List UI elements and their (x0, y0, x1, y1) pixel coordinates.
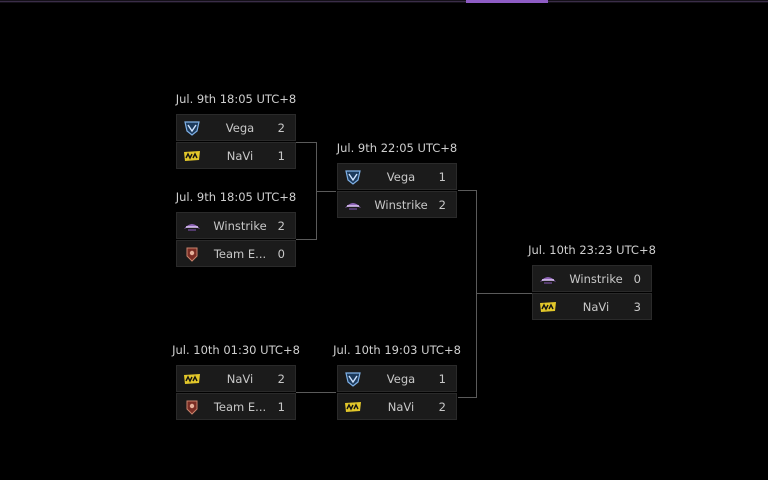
team-name: Vega (386, 170, 416, 184)
winstrike-logo-icon (183, 218, 201, 234)
team-empire-logo-icon (183, 246, 201, 262)
team-name: NaVi (582, 300, 610, 314)
team-row[interactable]: Winstrike 2 (176, 212, 296, 239)
match-date: Jul. 10th 19:03 UTC+8 (333, 343, 461, 357)
team-name: Vega (225, 121, 255, 135)
team-score: 1 (438, 170, 446, 184)
match-date: Jul. 9th 18:05 UTC+8 (175, 190, 297, 204)
team-row[interactable]: NaVi 3 (532, 293, 652, 320)
bracket-connector (296, 142, 316, 143)
team-row[interactable]: NaVi 2 (337, 393, 457, 420)
team-row[interactable]: NaVi 2 (176, 365, 296, 392)
team-row[interactable]: Team E... 0 (176, 240, 296, 267)
match-date: Jul. 10th 23:23 UTC+8 (528, 243, 656, 257)
top-tab-strip (0, 0, 768, 3)
bracket-connector (296, 392, 336, 393)
vega-logo-icon (344, 169, 362, 185)
team-name: Team E... (213, 400, 267, 414)
navi-logo-icon (183, 148, 201, 164)
team-score: 2 (277, 121, 285, 135)
team-name: NaVi (226, 149, 254, 163)
team-row[interactable]: Winstrike 2 (337, 191, 457, 218)
team-score: 1 (277, 149, 285, 163)
team-row[interactable]: Team E... 1 (176, 393, 296, 420)
team-score: 2 (277, 372, 285, 386)
navi-logo-icon (344, 399, 362, 415)
team-score: 2 (277, 219, 285, 233)
vega-logo-icon (183, 120, 201, 136)
match-date: Jul. 10th 01:30 UTC+8 (172, 343, 300, 357)
bracket-connector (476, 190, 477, 398)
bracket-connector (458, 190, 476, 191)
bracket-connector (458, 397, 476, 398)
team-score: 1 (277, 400, 285, 414)
vega-logo-icon (344, 371, 362, 387)
active-tab-indicator (466, 0, 548, 3)
team-score: 2 (438, 198, 446, 212)
bracket-connector (476, 293, 532, 294)
team-row[interactable]: Winstrike 0 (532, 265, 652, 292)
navi-logo-icon (539, 299, 557, 315)
bracket-connector (316, 191, 336, 192)
team-empire-logo-icon (183, 399, 201, 415)
team-name: NaVi (387, 400, 415, 414)
team-score: 3 (633, 300, 641, 314)
team-name: NaVi (226, 372, 254, 386)
winstrike-logo-icon (539, 271, 557, 287)
team-score: 0 (633, 272, 641, 286)
winstrike-logo-icon (344, 197, 362, 213)
navi-logo-icon (183, 371, 201, 387)
bracket-connector (296, 239, 316, 240)
team-row[interactable]: Vega 1 (337, 365, 457, 392)
team-row[interactable]: NaVi 1 (176, 142, 296, 169)
match-date: Jul. 9th 18:05 UTC+8 (175, 92, 297, 106)
team-name: Winstrike (213, 219, 267, 233)
team-name: Vega (386, 372, 416, 386)
team-row[interactable]: Vega 1 (337, 163, 457, 190)
team-name: Winstrike (374, 198, 428, 212)
match-date: Jul. 9th 22:05 UTC+8 (336, 141, 458, 155)
team-score: 2 (438, 400, 446, 414)
team-score: 0 (277, 247, 285, 261)
team-name: Team E... (213, 247, 267, 261)
team-name: Winstrike (569, 272, 623, 286)
tab-strip-line (0, 1, 768, 2)
team-score: 1 (438, 372, 446, 386)
team-row[interactable]: Vega 2 (176, 114, 296, 141)
